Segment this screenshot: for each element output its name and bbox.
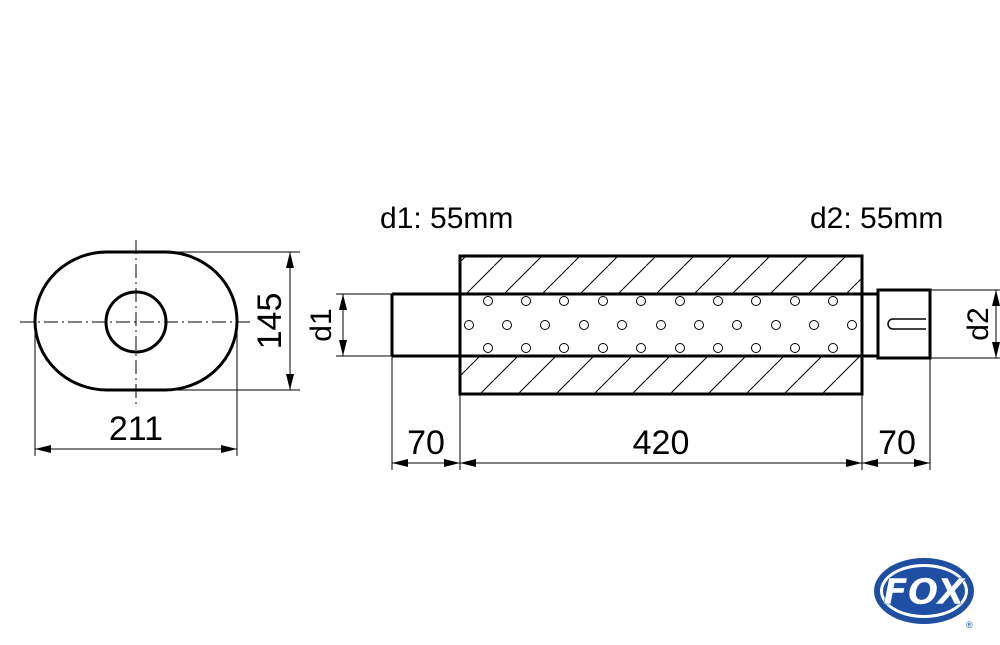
outlet-sleeve bbox=[876, 288, 932, 360]
outlet-length-arrow-right bbox=[914, 459, 930, 467]
perforation-hole bbox=[790, 296, 800, 306]
fox-logo: FOX ® bbox=[874, 558, 974, 630]
logo-center bbox=[883, 567, 965, 615]
body-length-value: 420 bbox=[633, 424, 690, 462]
perforation-hole bbox=[636, 296, 646, 306]
perforation-hole bbox=[675, 296, 685, 306]
perforation-hole bbox=[694, 320, 704, 330]
d1-arrow-bottom bbox=[339, 340, 347, 356]
perforation-hole bbox=[559, 296, 569, 306]
front-view: 211 145 bbox=[20, 240, 300, 456]
perforation-hole bbox=[521, 343, 531, 353]
width-arrow-left bbox=[35, 445, 51, 453]
height-arrow-top bbox=[286, 252, 294, 268]
perforation-hole bbox=[559, 343, 569, 353]
width-dimension-value: 211 bbox=[109, 410, 163, 448]
perforation-hole bbox=[713, 296, 723, 306]
height-dimension-value: 145 bbox=[251, 293, 289, 350]
d2-side-label: d2 bbox=[962, 307, 995, 340]
insulation-top-band bbox=[460, 256, 862, 294]
perforation-hole bbox=[751, 296, 761, 306]
outlet-length-arrow-left bbox=[862, 459, 878, 467]
perforation-hole bbox=[464, 320, 474, 330]
outlet-slot bbox=[887, 318, 926, 330]
body-length-arrow-left bbox=[460, 459, 476, 467]
d1-spec-label: d1: 55mm bbox=[380, 202, 513, 235]
inlet-length-value: 70 bbox=[407, 424, 445, 462]
perforation-hole bbox=[656, 320, 666, 330]
perforation-hole bbox=[675, 343, 685, 353]
perforation-holes bbox=[464, 296, 857, 353]
outlet-length-value: 70 bbox=[878, 424, 916, 462]
logo-registered-mark: ® bbox=[966, 620, 973, 630]
inlet-length-arrow-right bbox=[444, 459, 460, 467]
perforation-hole bbox=[483, 343, 493, 353]
perforation-hole bbox=[790, 343, 800, 353]
d1-side-label: d1 bbox=[305, 308, 338, 341]
perforation-hole bbox=[732, 320, 742, 330]
perforation-hole bbox=[847, 320, 857, 330]
perforation-hole bbox=[483, 296, 493, 306]
d2-spec-label: d2: 55mm bbox=[810, 202, 943, 235]
perforation-hole bbox=[502, 320, 512, 330]
d2-arrow-top bbox=[992, 290, 1000, 306]
perforation-hole bbox=[598, 343, 608, 353]
perforation-hole bbox=[636, 343, 646, 353]
perforation-hole bbox=[521, 296, 531, 306]
body-length-arrow-right bbox=[846, 459, 862, 467]
perforation-hole bbox=[809, 320, 819, 330]
inlet-length-arrow-left bbox=[392, 459, 408, 467]
logo-text: FOX bbox=[883, 572, 967, 613]
perforation-hole bbox=[713, 343, 723, 353]
perforation-hole bbox=[579, 320, 589, 330]
d1-arrow-top bbox=[339, 294, 347, 310]
perforation-hole bbox=[828, 296, 838, 306]
muffler-body-outline bbox=[458, 254, 864, 396]
perforation-hole bbox=[540, 320, 550, 330]
d2-arrow-bottom bbox=[992, 342, 1000, 358]
insulation-bottom-band bbox=[460, 356, 862, 394]
perforation-hole bbox=[751, 343, 761, 353]
perforation-hole bbox=[828, 343, 838, 353]
height-arrow-bottom bbox=[286, 374, 294, 390]
perforation-hole bbox=[598, 296, 608, 306]
perforation-hole bbox=[771, 320, 781, 330]
width-arrow-right bbox=[221, 445, 237, 453]
perforation-hole bbox=[617, 320, 627, 330]
side-view: d1: 55mm d2: 55mm bbox=[305, 202, 1000, 470]
